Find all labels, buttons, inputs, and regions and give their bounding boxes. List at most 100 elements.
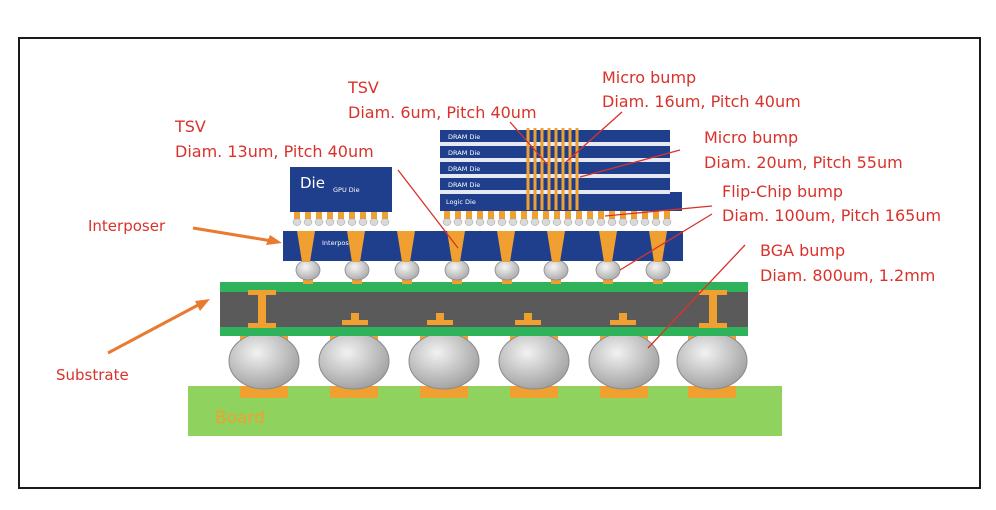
micro-bump-ball <box>486 218 496 226</box>
substrate-via-short <box>619 313 627 325</box>
micro-bump-ball <box>292 218 302 226</box>
micro-bump-top-spec: Diam. 16um, Pitch 40um <box>602 92 801 111</box>
micro-bump-ball <box>336 218 346 226</box>
substrate-via <box>258 290 266 328</box>
bga-ball <box>318 332 390 390</box>
leader-tsv-mid <box>509 121 549 166</box>
micro-bump <box>477 211 483 219</box>
micro-bump-ball <box>442 218 452 226</box>
micro-bump <box>305 212 311 219</box>
logic-die <box>440 192 682 211</box>
leader-bga <box>647 244 746 349</box>
hbm-tsv <box>547 128 551 210</box>
board-pad <box>510 386 558 398</box>
arrow-substrate-head <box>195 299 210 311</box>
micro-bump <box>543 211 549 219</box>
micro-bump-2-title: Micro bump <box>704 128 798 147</box>
arrow-interposer-line <box>192 226 273 243</box>
flip-chip-bump <box>494 259 520 281</box>
substrate-via-short <box>524 313 532 325</box>
micro-bump <box>499 211 505 219</box>
micro-bump <box>521 211 527 219</box>
micro-bump-ball <box>596 218 606 226</box>
board-pad <box>240 386 288 398</box>
micro-bump <box>598 211 604 219</box>
micro-bump <box>360 212 366 219</box>
gpu-die-label: Die <box>300 174 325 192</box>
flip-chip-bump <box>344 259 370 281</box>
hbm-tsv <box>575 128 579 210</box>
interposer-tsv <box>599 231 617 262</box>
hbm-tsv <box>554 128 558 210</box>
leader-flip-chip <box>619 213 713 271</box>
flip-chip-bump <box>595 259 621 281</box>
micro-bump-ball <box>519 218 529 226</box>
board-label: Board <box>215 408 265 428</box>
flip-chip-bump <box>295 259 321 281</box>
substrate-green-bottom <box>220 326 748 336</box>
micro-bump-ball <box>303 218 313 226</box>
substrate-vias <box>248 290 727 328</box>
bga-ball <box>676 332 748 390</box>
micro-bump-ball <box>607 218 617 226</box>
hbm-tsv <box>533 128 537 210</box>
arrow-interposer-head <box>266 235 282 245</box>
substrate-via-bottom <box>699 323 727 328</box>
micro-bump-ball <box>497 218 507 226</box>
dram-die-label: DRAM Die <box>448 165 480 173</box>
micro-bump <box>532 211 538 219</box>
dram-die-label: DRAM Die <box>448 133 480 141</box>
micro-bump <box>664 211 670 219</box>
flip-chip-bump <box>543 259 569 281</box>
tsv-mid-title: TSV <box>347 78 379 97</box>
interposer-tsv <box>497 231 515 262</box>
micro-bump-ball <box>662 218 672 226</box>
micro-bump-ball <box>464 218 474 226</box>
micro-bump <box>631 211 637 219</box>
bga-ball <box>228 332 300 390</box>
micro-bump <box>466 211 472 219</box>
hbm-tsv <box>561 128 565 210</box>
hbm-tsv <box>540 128 544 210</box>
substrate-green-top <box>220 282 748 292</box>
micro-bump <box>554 211 560 219</box>
micro-bump <box>338 212 344 219</box>
board-pad <box>688 386 736 398</box>
micro-bump <box>620 211 626 219</box>
logic-die-label: Logic Die <box>446 198 476 206</box>
flip-chip-title: Flip-Chip bump <box>722 182 843 201</box>
board-pad <box>420 386 468 398</box>
gpu-die-sublabel: GPU Die <box>333 186 360 194</box>
substrate-via <box>709 290 717 328</box>
flip-chip-bump <box>645 259 671 281</box>
board-pad <box>600 386 648 398</box>
micro-bump <box>565 211 571 219</box>
micro-bump <box>294 212 300 219</box>
micro-bump-ball <box>651 218 661 226</box>
micro-bump-ball <box>347 218 357 226</box>
interposer-tsv <box>547 231 565 262</box>
leader-micro-2 <box>579 149 681 178</box>
micro-bump-2-spec: Diam. 20um, Pitch 55um <box>704 153 903 172</box>
tsv-mid-spec: Diam. 6um, Pitch 40um <box>348 103 537 122</box>
micro-bumps <box>292 211 672 226</box>
micro-bump <box>587 211 593 219</box>
bga-ball <box>408 332 480 390</box>
substrate-via-short <box>436 313 444 325</box>
hbm-tsvs <box>526 128 579 210</box>
micro-bump-ball <box>574 218 584 226</box>
bga-spec: Diam. 800um, 1.2mm <box>760 266 935 285</box>
micro-bump-ball <box>358 218 368 226</box>
micro-bump-ball <box>629 218 639 226</box>
flip-chip-bumps <box>295 259 671 284</box>
leader-micro-top <box>565 111 623 163</box>
micro-bump-ball <box>369 218 379 226</box>
micro-bump <box>349 212 355 219</box>
flip-chip-spec: Diam. 100um, Pitch 165um <box>722 206 941 225</box>
substrate-via-bottom <box>248 323 276 328</box>
hbm-tsv <box>568 128 572 210</box>
tsv-left-spec: Diam. 13um, Pitch 40um <box>175 142 374 161</box>
micro-bump <box>488 211 494 219</box>
interposer-tsv <box>297 231 315 262</box>
